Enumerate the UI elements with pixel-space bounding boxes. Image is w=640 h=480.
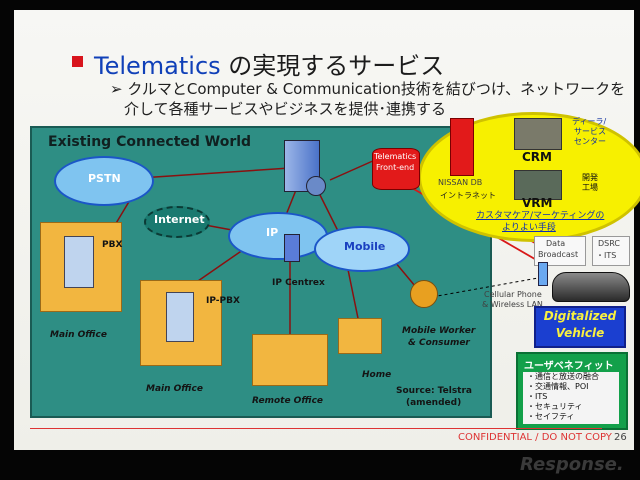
ip-label: IP bbox=[266, 226, 279, 239]
dsrc-label-2: ・ITS bbox=[596, 251, 617, 260]
dealer-label-1: ディーラ/ bbox=[572, 117, 607, 126]
benefit-item: ・セキュリティ bbox=[527, 402, 583, 411]
dealer-building-icon bbox=[514, 118, 562, 150]
main-office-label: Main Office bbox=[50, 330, 107, 340]
vehicle-label-1: Digitalized bbox=[543, 309, 617, 323]
pstn-cloud bbox=[54, 156, 154, 206]
cellular-label-2: & Wireless LAN bbox=[482, 300, 543, 309]
intranet-label: イントラネット bbox=[440, 191, 496, 200]
home-label: Home bbox=[362, 370, 392, 380]
mobile-cloud bbox=[314, 226, 410, 272]
pbx-server-icon bbox=[64, 236, 94, 288]
marketing-label-1: カスタマケア/マーケティングの bbox=[476, 211, 605, 221]
mobile-label: Mobile bbox=[344, 240, 386, 253]
benefit-item: ・交通情報、POI bbox=[527, 382, 589, 391]
footer-divider bbox=[30, 428, 602, 429]
nissan-db-server-icon bbox=[450, 118, 474, 176]
dsrc-box bbox=[592, 236, 630, 266]
dealer-label-2: サービス bbox=[574, 127, 606, 136]
panel-title: Existing Connected World bbox=[48, 134, 252, 150]
mobile-worker-label-1: Mobile Worker bbox=[402, 326, 476, 336]
digitalized-vehicle-box: Digitalized Vehicle bbox=[534, 306, 626, 348]
benefit-item: ・通信と放送の融合 bbox=[527, 372, 599, 381]
marketing-label-2: よりよい手段 bbox=[502, 223, 556, 233]
user-benefit-box: ユーザベネフィット ・通信と放送の融合 ・交通情報、POI ・ITS ・セキュリ… bbox=[516, 352, 628, 430]
cellular-label-1: Cellular Phone bbox=[484, 290, 542, 299]
response-watermark: Response. bbox=[520, 454, 624, 475]
remote-office-label: Remote Office bbox=[252, 396, 324, 406]
factory-label-1: 開発 bbox=[582, 173, 598, 182]
data-broadcast-box bbox=[534, 236, 586, 266]
user-benefit-header: ユーザベネフィット bbox=[524, 361, 614, 372]
confidential-label: CONFIDENTIAL / DO NOT COPY bbox=[458, 432, 612, 443]
subtitle-line-2: 介して各種サービスやビジネスを提供･連携する bbox=[124, 100, 447, 118]
crm-label: CRM bbox=[522, 150, 552, 164]
subtitle-line-1: ➢ クルマとComputer & Communication技術を結びつけ、ネッ… bbox=[110, 80, 626, 98]
remote-office-building-icon bbox=[252, 334, 328, 386]
telematics-label-1: Telematics bbox=[374, 152, 417, 161]
vehicle-car-icon bbox=[552, 272, 630, 302]
user-benefit-list: ・通信と放送の融合 ・交通情報、POI ・ITS ・セキュリティ ・セイフティ bbox=[523, 372, 619, 424]
pbx-label: PBX bbox=[102, 240, 123, 250]
factory-label-2: 工場 bbox=[582, 183, 598, 192]
slide-title: Telematics の実現するサービス bbox=[94, 52, 445, 80]
telematics-frontend-icon bbox=[372, 148, 420, 190]
mobile-worker-label-2: & Consumer bbox=[408, 338, 470, 348]
factory-building-icon bbox=[514, 170, 562, 200]
ip-pbx-label: IP-PBX bbox=[206, 296, 240, 306]
data-broadcast-label-2: Broadcast bbox=[538, 250, 579, 259]
internet-cloud bbox=[144, 206, 210, 238]
dealer-label-3: センター bbox=[574, 137, 606, 146]
vehicle-label-2: Vehicle bbox=[555, 326, 605, 340]
ip-centrex-server-icon bbox=[284, 234, 300, 262]
data-broadcast-label-1: Data bbox=[546, 239, 566, 248]
vrm-label: VRM bbox=[522, 196, 553, 210]
ip-pbx-server-icon bbox=[166, 292, 194, 342]
benefit-item: ・ITS bbox=[527, 392, 548, 401]
page-number: 26 bbox=[614, 432, 627, 443]
router-icon bbox=[306, 176, 326, 196]
ip-centrex-label: IP Centrex bbox=[272, 278, 325, 288]
cellular-phone-icon bbox=[538, 262, 548, 286]
internet-label: Internet bbox=[154, 213, 205, 226]
telematics-label-2: Front-end bbox=[376, 163, 415, 172]
source-label-1: Source: Telstra bbox=[396, 386, 472, 396]
home-building-icon bbox=[338, 318, 382, 354]
dsrc-label-1: DSRC bbox=[598, 239, 620, 248]
mobile-worker-icon bbox=[410, 280, 438, 308]
source-label-2: (amended) bbox=[406, 398, 462, 408]
pstn-label: PSTN bbox=[88, 172, 121, 185]
main-office-2-label: Main Office bbox=[146, 384, 203, 394]
benefit-item: ・セイフティ bbox=[527, 412, 575, 421]
title-bullet bbox=[72, 56, 83, 67]
nissan-db-label: NISSAN DB bbox=[438, 178, 483, 187]
